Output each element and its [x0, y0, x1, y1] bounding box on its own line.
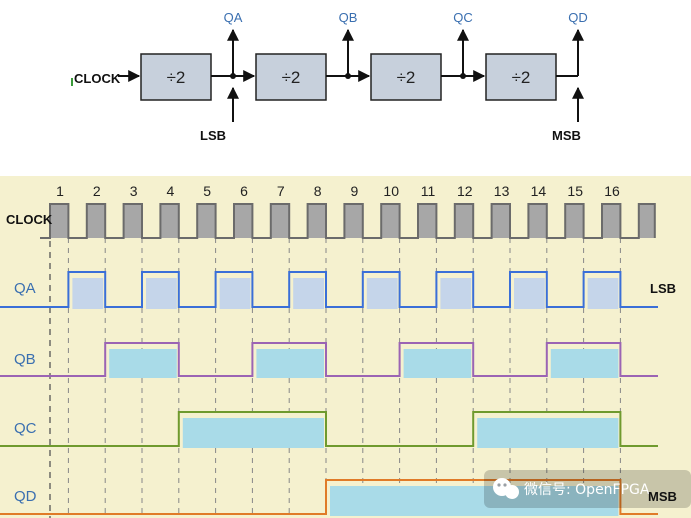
qc-high-1 — [182, 418, 324, 448]
divider-label-1: ÷2 — [167, 68, 186, 87]
watermark-text: 微信号: OpenFPGA — [524, 482, 650, 498]
watermark: 微信号: OpenFPGA MSB — [484, 470, 691, 508]
clock-pulse-partial — [638, 204, 655, 238]
pulse-number-2: 2 — [93, 183, 101, 199]
divider-label-4: ÷2 — [512, 68, 531, 87]
watermark-backdrop — [484, 470, 691, 508]
qa-high-3 — [219, 278, 251, 309]
clock-pulse-14 — [528, 204, 547, 238]
pulse-number-9: 9 — [351, 183, 359, 199]
qa-lsb-label: LSB — [650, 281, 676, 296]
qa-high-7 — [514, 278, 545, 309]
pulse-number-11: 11 — [421, 183, 436, 199]
divider-label-3: ÷2 — [397, 68, 416, 87]
pulse-number-1: 1 — [56, 183, 64, 199]
qd-row-label: QD — [14, 488, 37, 505]
output-label-qa: QA — [224, 10, 243, 25]
clock-pulse-7 — [270, 204, 290, 238]
junction-dot-3 — [460, 73, 466, 79]
pulse-number-6: 6 — [240, 183, 248, 199]
msb-label: MSB — [552, 128, 581, 143]
pulse-number-14: 14 — [531, 183, 547, 199]
qa-high-4 — [293, 278, 324, 309]
output-label-qb: QB — [339, 10, 358, 25]
junction-dot-1 — [230, 73, 236, 79]
clock-pulse-6 — [234, 204, 253, 238]
clock-pulse-1 — [50, 204, 69, 238]
divider-stages: ÷2 QA ÷2 QB ÷2 QC ÷2 QD — [140, 10, 588, 122]
clock-row-label: CLOCK — [6, 212, 53, 227]
qd-trace — [0, 479, 658, 515]
wechat-logo-icon — [493, 478, 519, 499]
clock-pulse-2 — [86, 204, 106, 238]
pulse-number-16: 16 — [604, 183, 620, 199]
qb-high-2 — [256, 349, 324, 378]
qa-row-label: QA — [14, 280, 36, 297]
clock-pulse-10 — [381, 204, 400, 238]
pulse-number-10: 10 — [383, 183, 399, 199]
clock-pulse-13 — [491, 204, 510, 238]
output-waveforms: QA QB QC QD — [0, 271, 658, 516]
clock-pulse-11 — [418, 204, 437, 238]
lsb-label: LSB — [200, 128, 226, 143]
pulse-number-15: 15 — [567, 183, 583, 199]
qc-trace — [0, 411, 658, 447]
qb-trace — [0, 342, 658, 377]
qb-high-1 — [109, 349, 177, 378]
qa-high-1 — [72, 278, 104, 309]
pulse-number-7: 7 — [277, 183, 285, 199]
divide-by-two-box-2 — [255, 53, 327, 101]
output-label-qd: QD — [568, 10, 588, 25]
clock-pulse-3 — [123, 204, 142, 238]
qc-row-label: QC — [14, 420, 37, 437]
pulse-number-3: 3 — [130, 183, 138, 199]
clock-input-label: CLOCK — [74, 71, 121, 86]
qc-high-2 — [477, 418, 619, 448]
pulse-number-12: 12 — [457, 183, 473, 199]
clock-pulse-9 — [344, 204, 363, 238]
clock-pulse-12 — [454, 204, 474, 238]
clock-pulse-4 — [160, 204, 179, 238]
qa-high-2 — [146, 278, 177, 309]
divider-label-2: ÷2 — [282, 68, 301, 87]
clock-waveform — [40, 203, 656, 239]
qb-row-label: QB — [14, 351, 36, 368]
junction-dot-2 — [345, 73, 351, 79]
pulse-number-5: 5 — [203, 183, 211, 199]
output-label-qc: QC — [453, 10, 473, 25]
clock-pulse-15 — [565, 204, 584, 238]
clock-pulse-8 — [307, 204, 326, 238]
clock-trace — [40, 203, 656, 239]
qa-trace — [0, 271, 658, 308]
clock-edge-guides — [49, 230, 621, 518]
pulse-number-8: 8 — [314, 183, 322, 199]
qa-high-8 — [587, 278, 619, 309]
qa-high-5 — [366, 278, 398, 309]
qb-high-3 — [403, 349, 472, 378]
clock-pulse-5 — [197, 204, 216, 238]
qd-high-1 — [330, 486, 619, 516]
qd-msb-label: MSB — [648, 489, 677, 504]
clock-pulse-16 — [602, 204, 621, 238]
pulse-number-13: 13 — [494, 183, 510, 199]
qb-high-4 — [550, 349, 619, 378]
block-diagram: CLOCK ÷2 QA ÷2 QB ÷2 QC ÷2 QD LSB MSB — [71, 10, 588, 143]
pulse-number-4: 4 — [167, 183, 175, 199]
qa-high-6 — [440, 278, 472, 309]
